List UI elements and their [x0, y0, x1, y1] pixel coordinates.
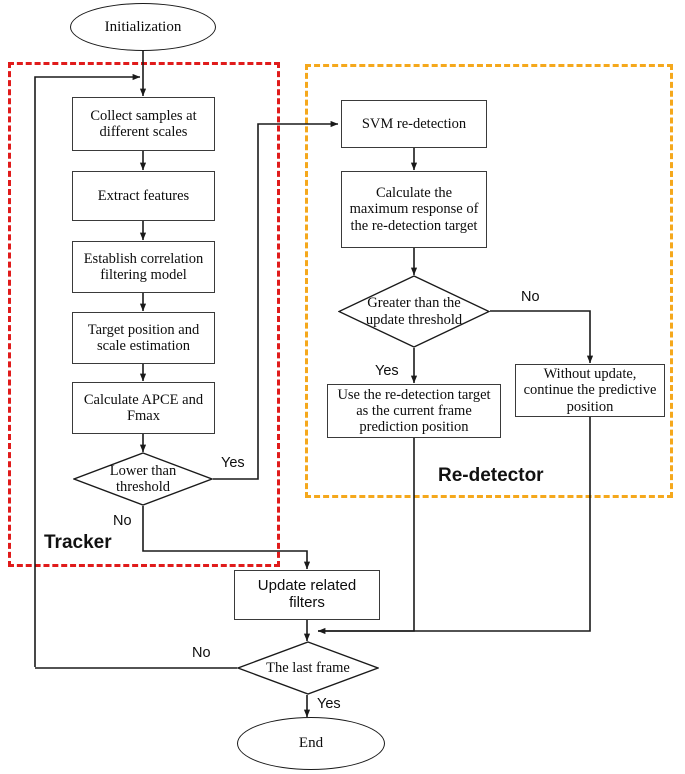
node-svm-redetection[interactable]: SVM re-detection — [341, 100, 487, 148]
node-collect-samples-label: Collect samples at different scales — [90, 107, 197, 140]
node-update-related-filters-label: Update related filters — [257, 577, 357, 611]
node-without-update-label: Without update, continue the predictive … — [523, 366, 657, 415]
node-update-related-filters[interactable]: Update related filters — [234, 570, 380, 620]
node-end[interactable]: End — [237, 717, 385, 770]
node-without-update[interactable]: Without update, continue the predictive … — [515, 364, 665, 417]
node-end-label: End — [298, 735, 324, 752]
node-lower-than-threshold-label: Lower than threshold — [109, 462, 177, 495]
edge-label-lastframe-yes: Yes — [317, 696, 341, 712]
node-establish-correlation-model-label: Establish correlation filtering model — [83, 250, 204, 283]
node-extract-features-label: Extract features — [97, 187, 190, 204]
node-establish-correlation-model[interactable]: Establish correlation filtering model — [72, 241, 215, 293]
node-calculate-apce-fmax-label: Calculate APCE and Fmax — [83, 391, 204, 424]
node-calculate-max-response[interactable]: Calculate the maximum response of the re… — [341, 171, 487, 248]
node-initialization[interactable]: Initialization — [70, 3, 216, 51]
tracker-group-label: Tracker — [44, 532, 112, 553]
node-the-last-frame[interactable]: The last frame — [237, 641, 379, 695]
edge-label-lower-no: No — [113, 513, 132, 529]
node-svm-redetection-label: SVM re-detection — [361, 115, 467, 132]
edge-label-lastframe-no: No — [192, 645, 211, 661]
node-greater-than-update-threshold[interactable]: Greater than the update threshold — [338, 275, 490, 348]
node-calculate-apce-fmax[interactable]: Calculate APCE and Fmax — [72, 382, 215, 434]
edge-label-greater-yes: Yes — [375, 363, 399, 379]
node-initialization-label: Initialization — [104, 18, 182, 35]
node-target-position-scale[interactable]: Target position and scale estimation — [72, 312, 215, 364]
node-lower-than-threshold[interactable]: Lower than threshold — [73, 452, 213, 506]
redetector-group-label: Re-detector — [438, 465, 544, 486]
edge-label-lower-yes: Yes — [221, 455, 245, 471]
node-greater-than-update-threshold-label: Greater than the update threshold — [365, 295, 463, 328]
node-the-last-frame-label: The last frame — [266, 659, 350, 676]
node-target-position-scale-label: Target position and scale estimation — [87, 321, 200, 354]
edge-label-greater-no: No — [521, 289, 540, 305]
node-collect-samples[interactable]: Collect samples at different scales — [72, 97, 215, 151]
node-use-redetection-target-label: Use the re-detection target as the curre… — [337, 386, 491, 436]
node-calculate-max-response-label: Calculate the maximum response of the re… — [349, 185, 479, 234]
node-extract-features[interactable]: Extract features — [72, 171, 215, 221]
node-use-redetection-target[interactable]: Use the re-detection target as the curre… — [327, 384, 501, 438]
